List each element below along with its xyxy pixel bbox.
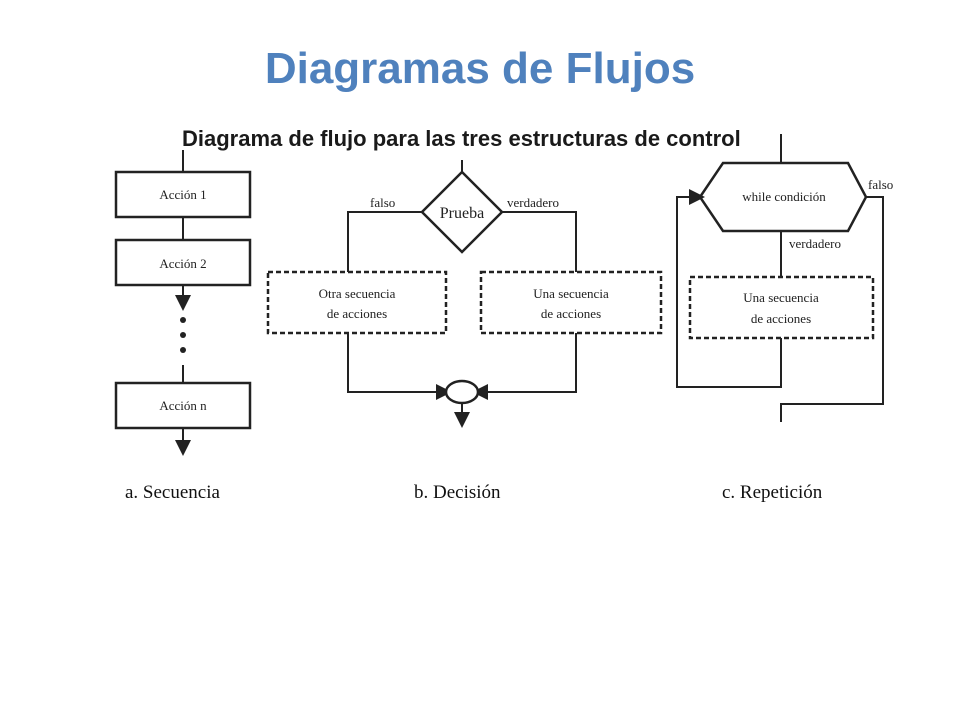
action-n-label: Acción n — [159, 398, 207, 413]
action-2-label: Acción 2 — [159, 256, 206, 271]
action-n-box — [114, 381, 252, 430]
sequence-caption: a. Secuencia — [125, 482, 221, 503]
false-sequence-box — [266, 270, 448, 335]
action-1-box — [114, 170, 252, 219]
false-sequence-line-1: Otra secuencia — [319, 286, 396, 301]
loop-body-box — [688, 275, 875, 340]
slide-title: Diagramas de Flujos — [264, 44, 696, 93]
while-condition-label: while condición — [742, 189, 826, 204]
loop-back-line — [676, 189, 782, 388]
ellipsis-dot — [180, 332, 186, 338]
decision-true-label: verdadero — [507, 195, 559, 210]
test-label: Prueba — [440, 205, 484, 222]
ellipsis-dot — [180, 347, 186, 353]
true-branch-line — [502, 211, 577, 272]
decision-diagram: Prueba falso verdadero Otra secuencia de… — [266, 160, 663, 503]
true-sequence-line-1: Una secuencia — [533, 286, 609, 301]
loop-body-line-2: de acciones — [751, 311, 811, 326]
test-diamond — [420, 170, 504, 254]
true-merge-line — [472, 333, 577, 400]
false-branch-line — [347, 211, 422, 272]
true-sequence-box — [479, 270, 663, 335]
ellipsis-dot — [180, 317, 186, 323]
repetition-caption: c. Repetición — [722, 482, 823, 503]
loop-body-line-1: Una secuencia — [743, 290, 819, 305]
loop-exit-line — [780, 196, 884, 422]
repetition-false-label: falso — [868, 177, 893, 192]
decision-false-label: falso — [370, 195, 395, 210]
false-sequence-line-2: de acciones — [327, 306, 387, 321]
merge-connector — [444, 379, 480, 405]
action-1-label: Acción 1 — [159, 187, 206, 202]
true-sequence-line-2: de acciones — [541, 306, 601, 321]
false-merge-line — [347, 333, 452, 400]
repetition-true-label: verdadero — [789, 236, 841, 251]
figure-heading: Diagrama de flujo para las tres estructu… — [182, 126, 741, 151]
repetition-diagram: while condición falso verdadero Una secu… — [676, 134, 893, 503]
decision-caption: b. Decisión — [414, 482, 501, 503]
sequence-diagram: Acción 1 Acción 2 Acción n a. Secuencia — [114, 150, 252, 503]
